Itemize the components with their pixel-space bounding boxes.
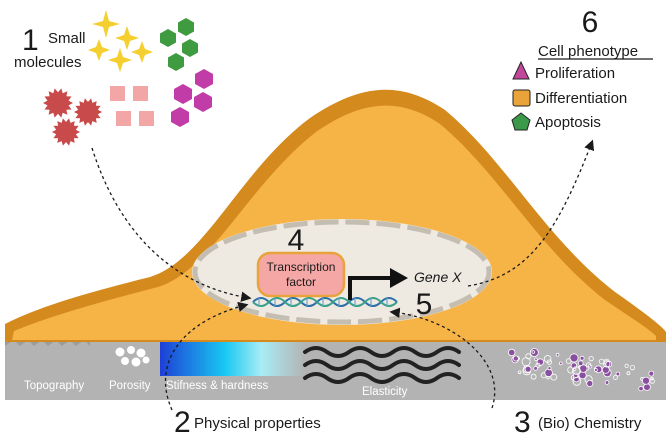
- substrate-label-porosity: Porosity: [109, 380, 151, 392]
- chemistry-bubble: [530, 373, 537, 380]
- chemistry-bubble: [555, 352, 560, 357]
- substrate-label-stiffness: Stifness & hardness: [166, 380, 269, 392]
- substrate-label-elasticity: Elasticity: [362, 386, 408, 398]
- chemistry-bubble: [603, 360, 611, 368]
- chemistry-bubble: [585, 362, 592, 368]
- chemistry-bubble: [534, 357, 538, 361]
- chemistry-bubble: [550, 373, 558, 381]
- arrow-small-molecules: [91, 147, 252, 302]
- pink-square-molecules: [110, 86, 154, 126]
- chemistry-bubble: [524, 365, 532, 373]
- phenotype-item-proliferation: Proliferation: [535, 65, 615, 82]
- chemistry-bubble: [512, 355, 519, 362]
- chemistry-bubble: [525, 353, 532, 360]
- promoter-arrow-head: [390, 268, 408, 288]
- chemistry-bubble: [565, 358, 572, 364]
- label-4-number: 4: [288, 224, 305, 257]
- transcription-factor-line1: Transcription: [267, 260, 336, 274]
- phenotype-item-differentiation: Differentiation: [535, 90, 627, 107]
- chemistry-bubble: [598, 358, 605, 365]
- pentagon-icon: [511, 112, 531, 131]
- chemistry-bubble: [588, 355, 594, 362]
- porosity-dots: [115, 346, 150, 367]
- chemistry-bubble: [648, 370, 655, 377]
- spiky-molecules: [43, 88, 102, 146]
- chemistry-bubble: [546, 376, 550, 380]
- chemistry-bubble: [594, 368, 598, 372]
- label-6-number: 6: [582, 6, 599, 39]
- square-icon: [512, 89, 531, 107]
- chemistry-bubble: [626, 371, 631, 376]
- arrow-phenotype: [467, 139, 595, 287]
- chemistry-bubble: [579, 355, 585, 361]
- label-3-number: 3: [514, 406, 531, 436]
- dna-helix: [252, 297, 398, 307]
- chemistry-bubble: [649, 378, 655, 384]
- spiky-molecule: [52, 118, 80, 146]
- chemistry-texture: [508, 348, 655, 392]
- stiffness-gradient: [160, 340, 305, 376]
- phenotype-item-apoptosis: Apoptosis: [535, 114, 601, 131]
- chemistry-bubble: [615, 371, 621, 377]
- magenta-hexagon-molecules: [171, 69, 213, 127]
- gene-label: Gene X: [414, 269, 462, 285]
- chemistry-bubble: [572, 366, 581, 375]
- label-5-number: 5: [416, 288, 433, 321]
- transcription-factor: [256, 251, 346, 298]
- chemistry-bubble: [547, 366, 552, 371]
- chemistry-bubble: [650, 376, 654, 381]
- nuclear-envelope: [192, 219, 492, 325]
- chemistry-bubble: [586, 379, 594, 387]
- chemistry-bubble: [601, 365, 610, 374]
- chemistry-bubble: [533, 366, 538, 371]
- label-2-text: Physical properties: [194, 415, 321, 432]
- spiky-molecule: [43, 88, 73, 118]
- triangle-icon: [512, 60, 530, 80]
- elasticity-waves: [303, 346, 461, 384]
- label-3-text: (Bio) Chemistry: [538, 415, 642, 432]
- chemistry-bubble: [535, 362, 541, 368]
- chemistry-bubble: [569, 353, 579, 363]
- label-1-line2: molecules: [14, 54, 82, 71]
- chemistry-bubble: [613, 375, 618, 380]
- transcription-factor-line2: factor: [286, 275, 316, 289]
- spiky-molecule: [74, 98, 102, 126]
- chemistry-bubble: [643, 383, 651, 391]
- chemistry-bubble: [572, 377, 582, 386]
- label-1-line1: Small: [48, 30, 86, 47]
- star-molecules: [88, 10, 153, 72]
- chemistry-bubble: [629, 364, 636, 371]
- promoter-arrow-shaft: [348, 276, 392, 300]
- chemistry-bubble: [546, 359, 553, 365]
- chemistry-bubble: [624, 363, 629, 368]
- chemistry-bubble: [638, 385, 644, 392]
- substrate-label-topography: Topography: [24, 380, 84, 392]
- chemistry-bubble: [604, 380, 610, 385]
- chemistry-bubble: [517, 370, 522, 375]
- signal-arrows: [91, 139, 595, 411]
- green-hexagon-molecules: [160, 18, 198, 71]
- chemistry-bubble: [508, 348, 516, 357]
- chemistry-bubble: [531, 350, 536, 354]
- chemistry-bubble: [558, 361, 563, 366]
- phenotype-title: Cell phenotype: [538, 43, 638, 60]
- arrow-physical: [164, 301, 249, 411]
- chemistry-bubble: [577, 360, 584, 367]
- label-1-number: 1: [22, 24, 39, 57]
- chemistry-bubble: [642, 376, 651, 385]
- label-2-number: 2: [174, 406, 191, 436]
